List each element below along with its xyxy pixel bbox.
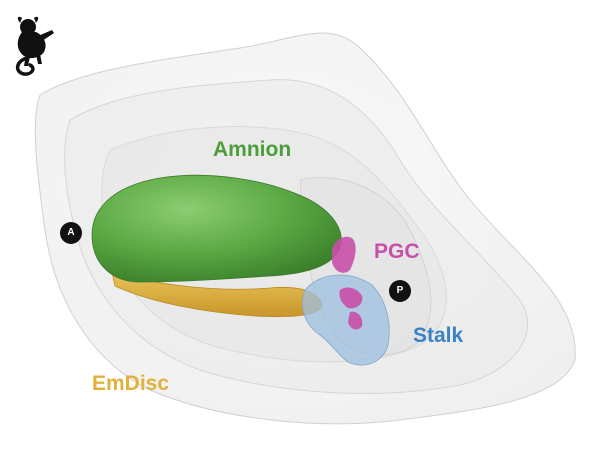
pgc-structure (332, 236, 363, 330)
anterior-marker: A (60, 222, 82, 244)
marmoset-icon (15, 16, 54, 76)
amnion-label: Amnion (213, 138, 292, 161)
emdisc-label: EmDisc (92, 372, 170, 395)
stalk-structure (302, 274, 390, 366)
pgc-label: PGC (374, 240, 420, 263)
posterior-marker: P (389, 280, 411, 302)
stalk-label: Stalk (413, 324, 464, 347)
